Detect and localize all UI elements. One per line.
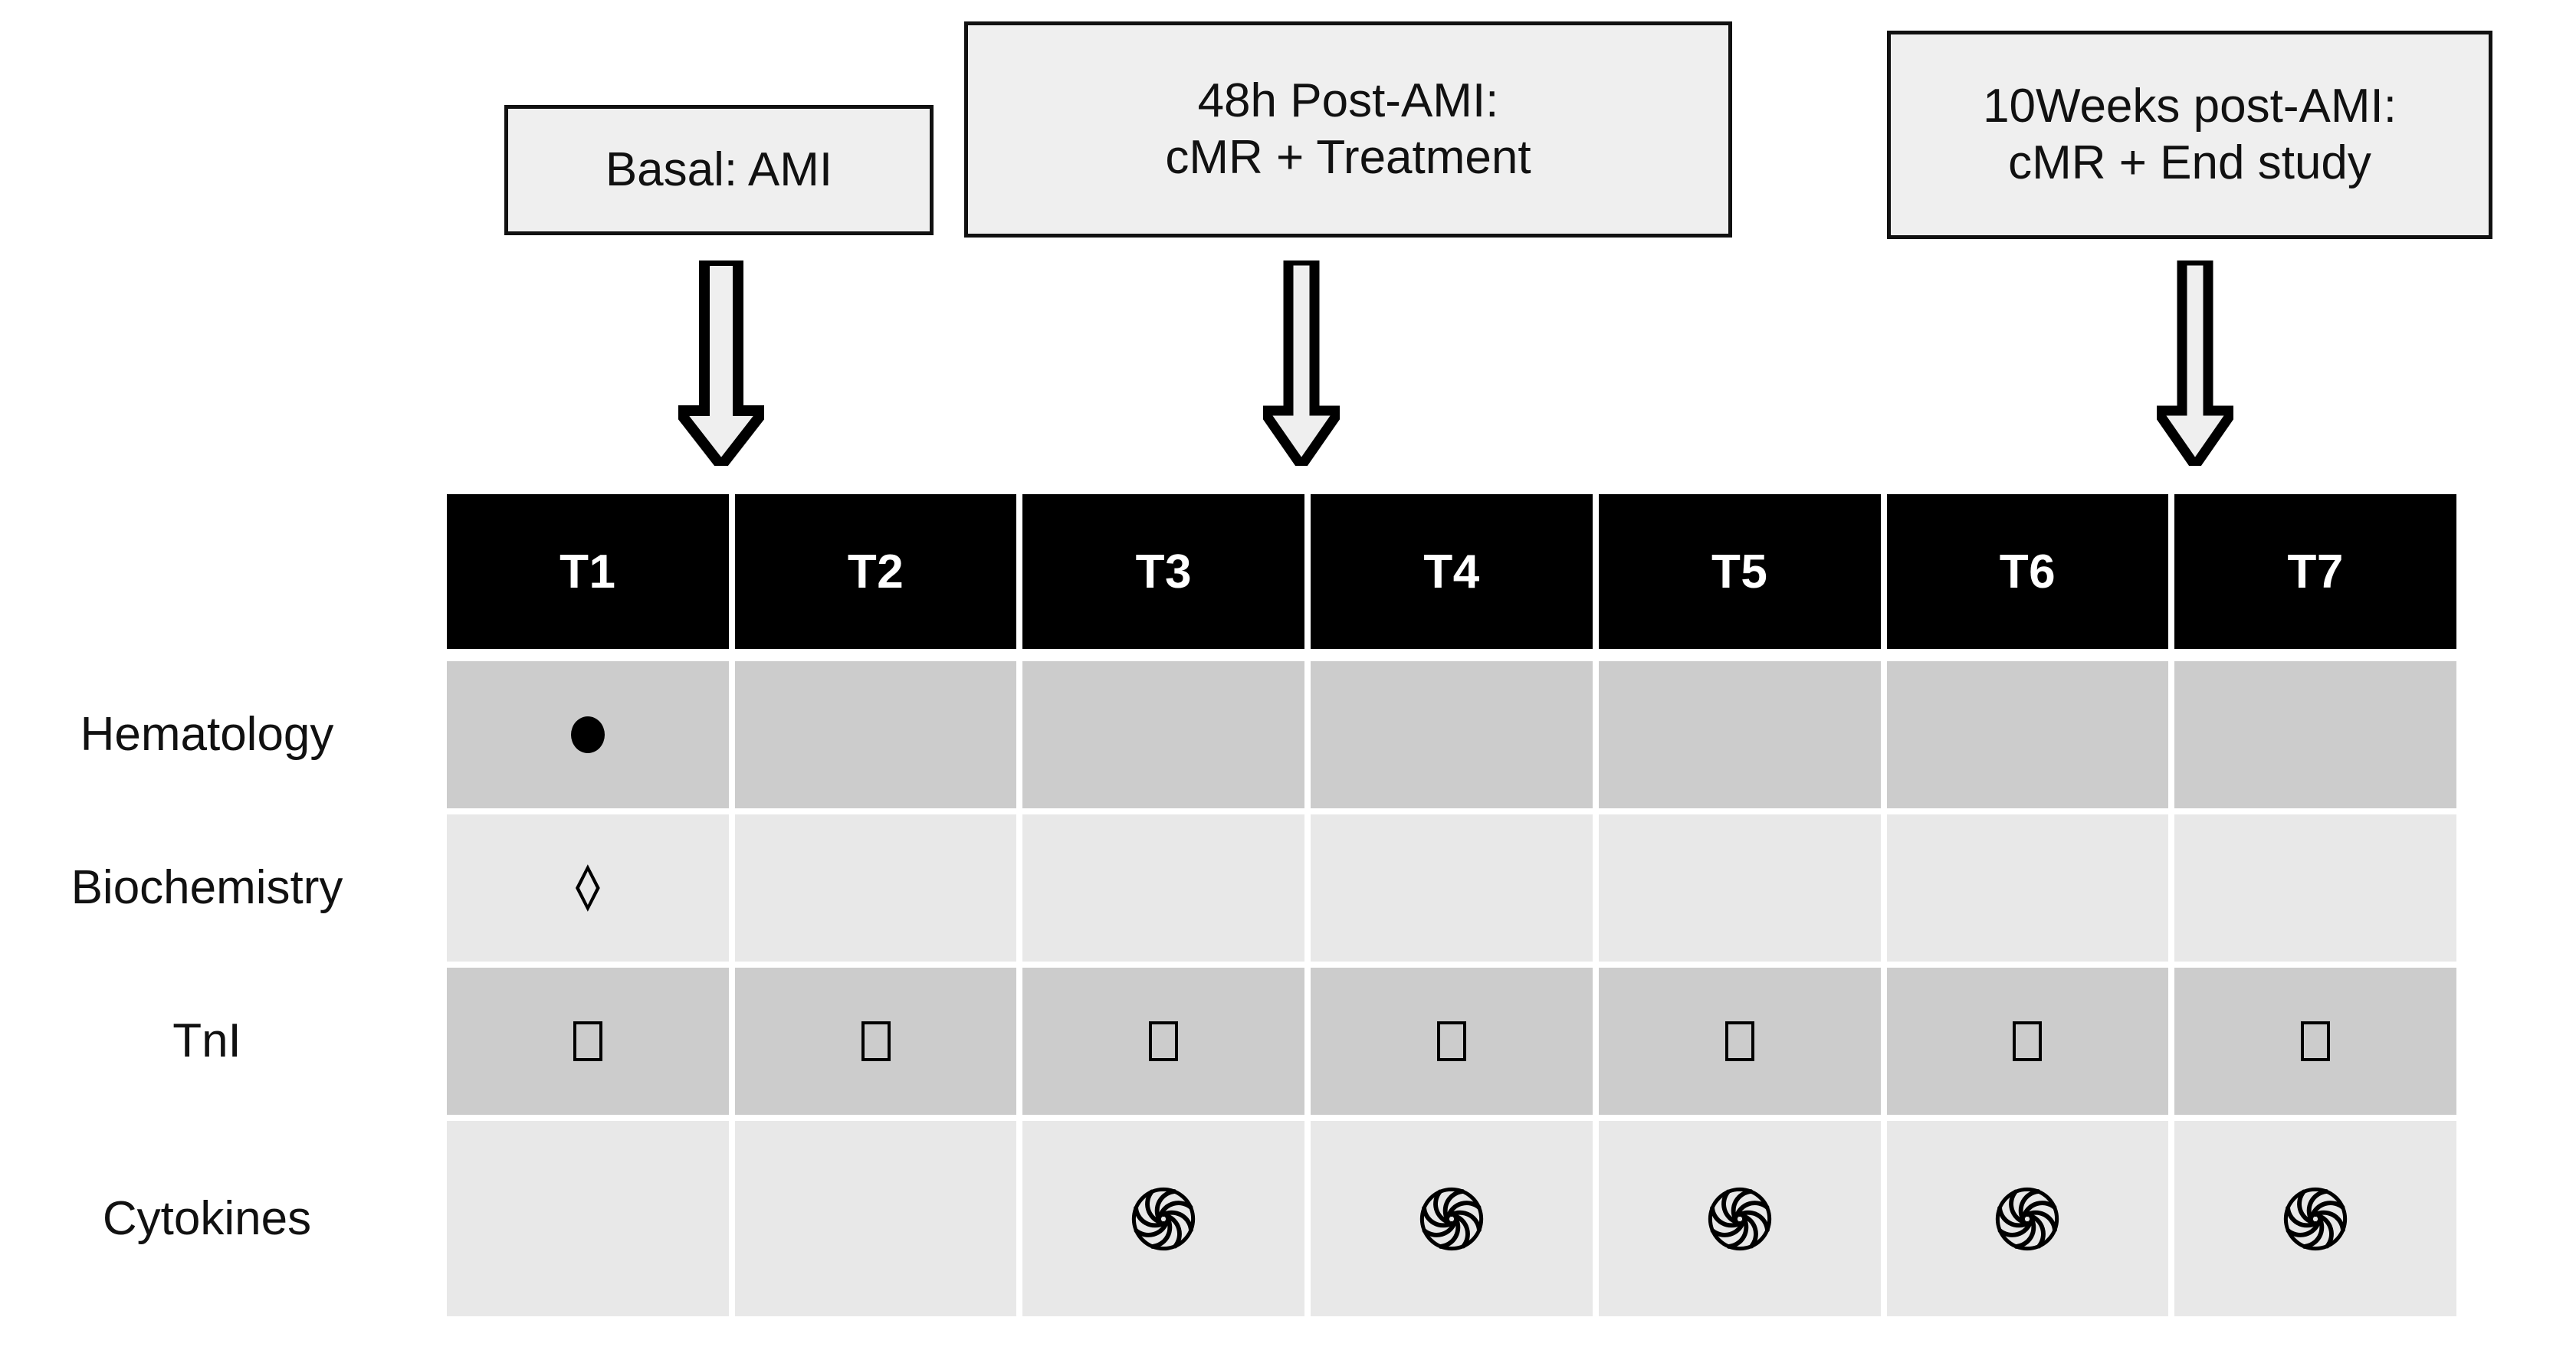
cell-hematology-t5[interactable]: [1598, 661, 1881, 808]
cell-hematology-t1[interactable]: [447, 661, 729, 808]
cell-tni-t1[interactable]: [447, 968, 729, 1115]
cell-biochemistry-t7[interactable]: [2174, 814, 2457, 962]
schedule-row-biochemistry: [447, 814, 2457, 962]
row-label-tni-text: TnI: [172, 1014, 241, 1067]
phase-box-basal: Basal: AMI: [504, 105, 934, 235]
hollow-square-marker: [861, 1021, 891, 1061]
timepoint-header-t3-label: T3: [1135, 545, 1192, 598]
down-block-arrow-icon: [678, 260, 764, 466]
timepoint-header-t2-label: T2: [847, 545, 904, 598]
row-label-biochemistry: Biochemistry: [0, 814, 414, 962]
pinwheel-marker: [2283, 1187, 2348, 1251]
row-label-tni: TnI: [0, 968, 414, 1115]
hollow-square-marker: [2013, 1021, 2043, 1061]
phase-box-10weeks-line-1: 10Weeks post-AMI:: [1983, 79, 2397, 133]
cell-cytokines-t3[interactable]: [1022, 1121, 1305, 1316]
timepoint-header-t1-label: T1: [560, 545, 616, 598]
phase-box-48h-line-1: 48h Post-AMI:: [1197, 74, 1499, 127]
timepoint-header-t7[interactable]: T7: [2174, 494, 2457, 649]
timepoint-header-t4[interactable]: T4: [1311, 494, 1593, 649]
timepoint-header-t1[interactable]: T1: [447, 494, 729, 649]
row-label-cytokines: Cytokines: [0, 1121, 414, 1316]
phase-box-48h-line-2: cMR + Treatment: [1165, 131, 1531, 184]
down-block-arrow-icon: [1263, 260, 1340, 466]
phase-box-48h: 48h Post-AMI: cMR + Treatment: [964, 21, 1732, 238]
pinwheel-marker: [1419, 1187, 1484, 1251]
pinwheel-marker: [1995, 1187, 2059, 1251]
cell-tni-t3[interactable]: [1022, 968, 1305, 1115]
phase-box-10weeks-line-2: cMR + End study: [2008, 136, 2371, 189]
hollow-diamond-marker: [576, 864, 600, 912]
row-label-biochemistry-text: Biochemistry: [71, 861, 343, 914]
phase-box-10weeks: 10Weeks post-AMI: cMR + End study: [1887, 31, 2492, 239]
row-label-cytokines-text: Cytokines: [102, 1191, 312, 1245]
cell-biochemistry-t6[interactable]: [1886, 814, 2169, 962]
timepoint-header-t7-label: T7: [2287, 545, 2344, 598]
cell-tni-t7[interactable]: [2174, 968, 2457, 1115]
schedule-row-hematology: [447, 661, 2457, 808]
schedule-row-tni: [447, 968, 2457, 1115]
cell-tni-t2[interactable]: [734, 968, 1017, 1115]
pinwheel-marker: [1131, 1187, 1196, 1251]
timepoint-header-t6-label: T6: [1999, 545, 2056, 598]
cell-tni-t4[interactable]: [1311, 968, 1593, 1115]
cell-tni-t5[interactable]: [1598, 968, 1881, 1115]
hollow-square-marker: [573, 1021, 602, 1061]
cell-biochemistry-t4[interactable]: [1311, 814, 1593, 962]
cell-cytokines-t2[interactable]: [734, 1121, 1017, 1316]
hollow-square-marker: [1437, 1021, 1467, 1061]
cell-hematology-t2[interactable]: [734, 661, 1017, 808]
phase-box-basal-line-1: Basal: AMI: [605, 143, 833, 196]
cell-biochemistry-t2[interactable]: [734, 814, 1017, 962]
pinwheel-marker: [1708, 1187, 1772, 1251]
schedule-grid: T1 T2 T3 T4 T5 T6 T7: [447, 494, 2457, 1316]
cell-biochemistry-t1[interactable]: [447, 814, 729, 962]
timepoint-header-t4-label: T4: [1423, 545, 1480, 598]
cell-hematology-t3[interactable]: [1022, 661, 1305, 808]
timepoint-header-row: T1 T2 T3 T4 T5 T6 T7: [447, 494, 2457, 649]
row-label-hematology: Hematology: [0, 661, 414, 808]
hollow-square-marker: [2301, 1021, 2331, 1061]
timepoint-header-t2[interactable]: T2: [734, 494, 1017, 649]
down-block-arrow-icon: [2157, 260, 2233, 466]
row-label-hematology-text: Hematology: [80, 708, 334, 761]
timepoint-header-t6[interactable]: T6: [1886, 494, 2169, 649]
cell-biochemistry-t3[interactable]: [1022, 814, 1305, 962]
filled-circle-marker: [570, 716, 605, 753]
cell-hematology-t7[interactable]: [2174, 661, 2457, 808]
cell-tni-t6[interactable]: [1886, 968, 2169, 1115]
cell-cytokines-t4[interactable]: [1311, 1121, 1593, 1316]
timepoint-header-t3[interactable]: T3: [1022, 494, 1305, 649]
cell-hematology-t4[interactable]: [1311, 661, 1593, 808]
schedule-row-cytokines: [447, 1121, 2457, 1316]
timepoint-header-t5-label: T5: [1711, 545, 1768, 598]
cell-cytokines-t6[interactable]: [1886, 1121, 2169, 1316]
timepoint-header-t5[interactable]: T5: [1598, 494, 1881, 649]
cell-cytokines-t5[interactable]: [1598, 1121, 1881, 1316]
hollow-square-marker: [1149, 1021, 1179, 1061]
cell-cytokines-t1[interactable]: [447, 1121, 729, 1316]
cell-cytokines-t7[interactable]: [2174, 1121, 2457, 1316]
cell-hematology-t6[interactable]: [1886, 661, 2169, 808]
cell-biochemistry-t5[interactable]: [1598, 814, 1881, 962]
hollow-square-marker: [1724, 1021, 1754, 1061]
